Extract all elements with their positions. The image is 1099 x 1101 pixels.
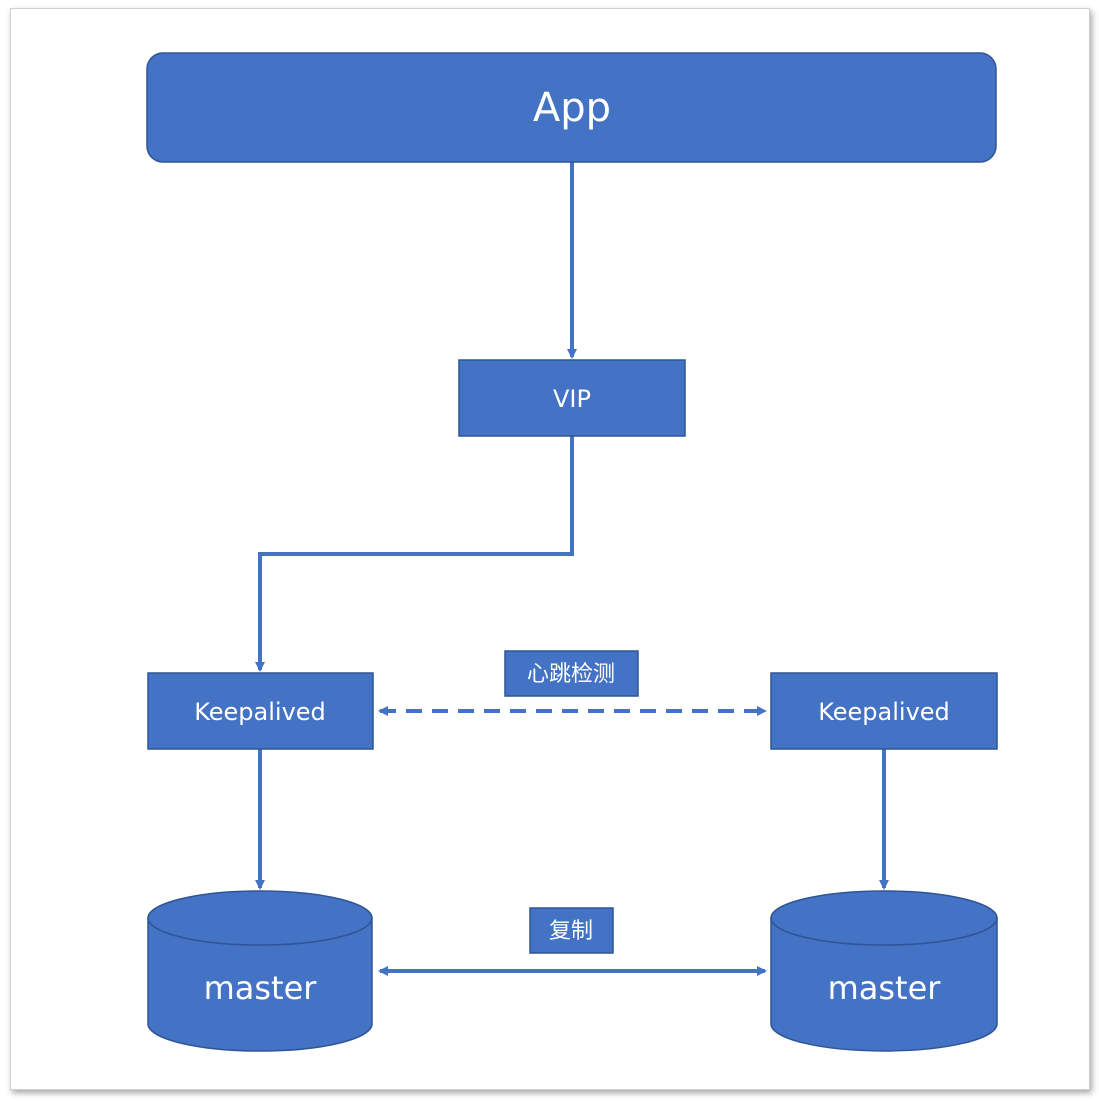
vip-label: VIP [553,385,591,413]
master-right-database: master [770,890,998,1052]
replication-label-box: 复制 [529,907,614,954]
master-right-label: master [828,969,942,1007]
keepalived-left-node: Keepalived [147,672,374,750]
app-label: App [533,85,611,131]
vip-node: VIP [458,359,686,437]
heartbeat-label-box: 心跳检测 [504,650,639,697]
master-left-database: master [147,890,373,1052]
keepalived-right-node: Keepalived [770,672,998,750]
replication-label: 复制 [549,919,593,944]
master-left-label: master [204,969,318,1007]
edge-vip-to-keepalived-left [255,436,574,672]
keepalived-right-label: Keepalived [818,698,950,726]
app-node: App [146,52,997,163]
keepalived-left-label: Keepalived [194,698,326,726]
heartbeat-label: 心跳检测 [527,662,615,687]
